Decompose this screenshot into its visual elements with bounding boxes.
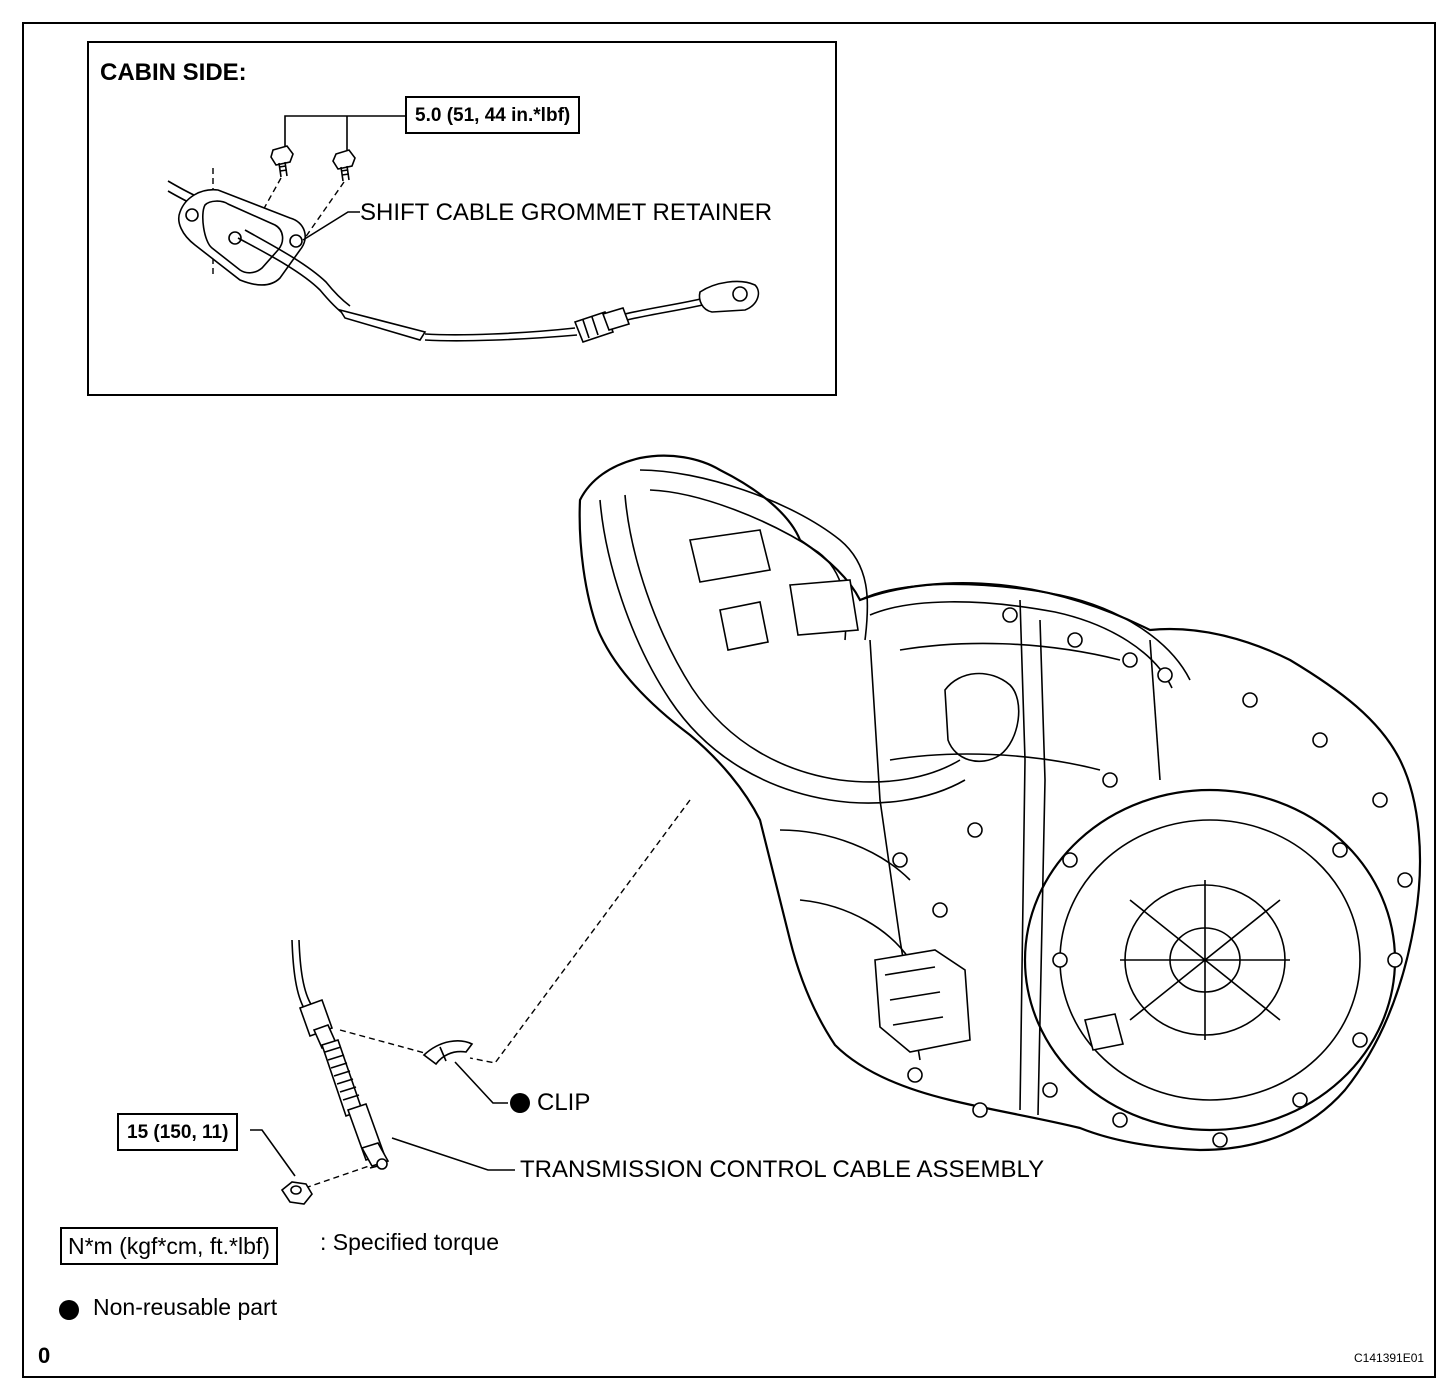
legend-torque-description: : Specified torque <box>320 1229 500 1255</box>
transmission-control-cable-drawing <box>250 799 691 1205</box>
cabin-torque-box: 5.0 (51, 44 in.*lbf) <box>405 96 581 134</box>
clip-label: CLIP <box>537 1089 591 1116</box>
nut-part <box>280 1181 313 1205</box>
cabin-side-heading: CABIN SIDE: <box>100 59 247 86</box>
legend-torque-units-box: N*m (kgf*cm, ft.*lbf) <box>60 1227 278 1265</box>
clip-nonreusable-dot <box>510 1093 530 1113</box>
bell-housing <box>1023 788 1397 1132</box>
transmission-assembly-drawing <box>578 454 1422 1152</box>
figure-code: C141391E01 <box>1354 1351 1425 1365</box>
cabin-side-inset <box>87 41 837 396</box>
page-marker: 0 <box>38 1343 51 1368</box>
cabin-cable-end-fitting <box>573 280 760 343</box>
nut-torque-box: 15 (150, 11) <box>117 1113 239 1151</box>
shift-cable-grommet-retainer-label: SHIFT CABLE GROMMET RETAINER <box>360 199 773 226</box>
cabin-cable-drawing <box>167 115 760 343</box>
cabin-bolt-left <box>270 145 294 178</box>
figure-frame <box>22 22 1436 1378</box>
cabin-bolt-right <box>332 149 356 182</box>
legend-nonreusable-dot <box>59 1300 79 1320</box>
clip-part <box>422 1040 474 1066</box>
transmission-control-cable-assembly-label: TRANSMISSION CONTROL CABLE ASSEMBLY <box>520 1156 1045 1183</box>
legend-nonreusable-description: Non-reusable part <box>93 1294 278 1320</box>
grommet-retainer-plate <box>178 188 306 286</box>
housing-bolts <box>892 607 1413 1148</box>
